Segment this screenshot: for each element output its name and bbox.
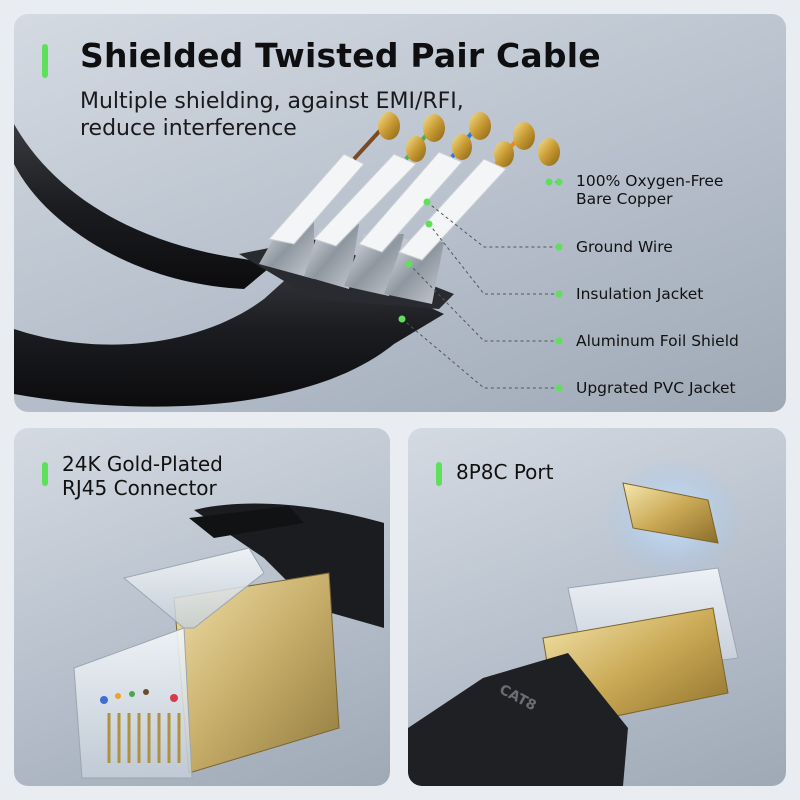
callout-ground-wire: Ground Wire [576,238,752,256]
callout-text: Insulation Jacket [576,285,704,303]
connector-boot [408,653,628,786]
callout-text: Aluminum Foil Shield [576,332,739,350]
callout-text: Bare Copper [576,190,673,208]
connector-label-line: RJ45 Connector [62,476,217,500]
port-label: 8P8C Port [456,460,554,484]
page-title: Shielded Twisted Pair Cable [80,36,601,75]
gold-pins [107,713,181,763]
connector-panel: 24K Gold-Plated RJ45 Connector [14,428,390,786]
subtitle-line: Multiple shielding, against EMI/RFI, [80,89,464,114]
title-accent-bar [42,44,48,78]
connector-boot [194,503,384,628]
rj45-connector-illustration [73,503,384,779]
plug-wire-dots [100,689,178,704]
subtitle-line: reduce interference [80,116,297,141]
insulation-jackets [268,151,507,261]
subtitle: Multiple shielding, against EMI/RFI, red… [80,88,540,142]
clear-plug-body [73,627,193,779]
callout-insulation-jacket: Insulation Jacket [576,285,752,303]
callout-aluminum-foil-shield: Aluminum Foil Shield [576,332,752,350]
callout-text: Upgrated PVC Jacket [576,379,736,397]
label-accent-bar [42,462,48,486]
port-panel: 8P8C Port CAT8 [408,428,786,786]
plug-latch [122,547,265,629]
callout-text: Ground Wire [576,238,673,256]
8p8c-port-illustration [408,458,743,786]
connector-label-line: 24K Gold-Plated [62,452,223,476]
connector-label: 24K Gold-Plated RJ45 Connector [62,452,223,500]
gold-contact-block [622,482,719,544]
latch-clip [189,506,304,538]
cable-upper-curve [14,124,274,289]
cable-cross-section-illustration [14,112,563,407]
callout-markers [398,178,563,392]
callout-text: 100% Oxygen-Free [576,172,724,190]
callout-pvc-jacket: Upgrated PVC Jacket [576,379,752,397]
cable-structure-panel: Shielded Twisted Pair Cable Multiple shi… [14,14,786,412]
label-accent-bar [436,462,442,486]
copper-conductor-tips [378,112,560,167]
callout-bare-copper: 100% Oxygen-Free Bare Copper [576,172,752,208]
